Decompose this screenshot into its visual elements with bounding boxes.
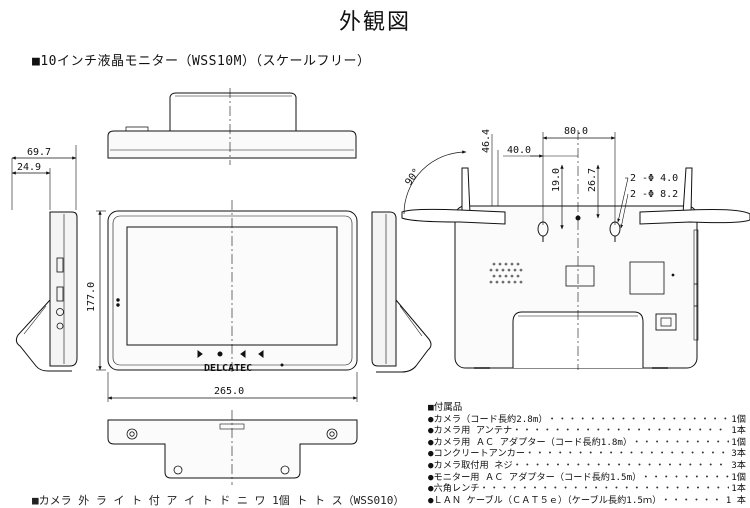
list-item: ●カメラ用 ＡＣ アダプター（コード長約1.8m）・・・・・・・・・・・・・・・… — [428, 436, 746, 448]
dim-hole-small: 2 -Φ 4.0 — [630, 173, 678, 184]
cut-off-caption: ■カメラ 外 ラ イ ト 付 ア イ ト ド ニ ワ 1個 ト ト ス（WSS0… — [32, 494, 405, 507]
product-subtitle: ■10インチ液晶モニター（WSS10M）（スケールフリー） — [32, 54, 371, 69]
list-item: ●カメラ取付用 ネジ・・・・・・・・・・・・・・・・・・・・・・・・・・・・・・… — [428, 459, 746, 471]
list-item: ●六角レンチ・・・・・・・・・・・・・・・・・・・・・・・・・・・・・・1本 — [428, 483, 746, 495]
top-view — [107, 88, 357, 165]
rear-view — [401, 130, 750, 370]
dim-depth-body: 24.9 — [17, 162, 41, 173]
dim-width: 265.0 — [214, 386, 244, 397]
dim-tilt-angle: 90° — [403, 167, 422, 188]
list-item: ●ＬＡＮ ケーブル（ＣＡＴ５ｅ）（ケーブル長約1.5ｍ）・・・・・・・・・・・・… — [428, 494, 746, 506]
dim-mount-offset: 46.4 — [481, 129, 492, 153]
dim-height: 177.0 — [86, 282, 97, 312]
brand-logo: DELCATEC — [204, 363, 252, 374]
accessory-heading: ■付属品 — [428, 402, 463, 413]
front-view — [96, 200, 358, 402]
dim-mount-half: 40.0 — [507, 145, 531, 156]
list-item: ●モニター用 ＡＣ アダプター（コード長約1.5m）・・・・・・・・・・・・・・… — [428, 471, 746, 483]
dim-mount-spacing: 80.0 — [564, 126, 588, 137]
dim-hole-height-b: 26.7 — [587, 168, 598, 192]
bottom-view — [107, 410, 358, 485]
list-item: ●コンクリートアンカー・・・・・・・・・・・・・・・・・・・・・・・・・・・・・… — [428, 448, 746, 460]
page-title: 外観図 — [338, 10, 411, 35]
dim-hole-large: 2 -Φ 8.2 — [630, 189, 678, 200]
accessory-list: ■付属品 ●カメラ（コード長約2.8m）・・・・・・・・・・・・・・・・・・・・… — [428, 402, 746, 506]
dim-hole-height-a: 19.0 — [551, 168, 562, 192]
dim-depth-overall: 69.7 — [27, 147, 51, 158]
list-item: ●カメラ用 アンテナ・・・・・・・・・・・・・・・・・・・・・・・・・・・・・・… — [428, 425, 746, 437]
left-side-view — [11, 145, 78, 372]
right-side-view — [371, 211, 432, 373]
list-item: ●カメラ（コード長約2.8m）・・・・・・・・・・・・・・・・・・・・・・・・・… — [428, 413, 746, 425]
